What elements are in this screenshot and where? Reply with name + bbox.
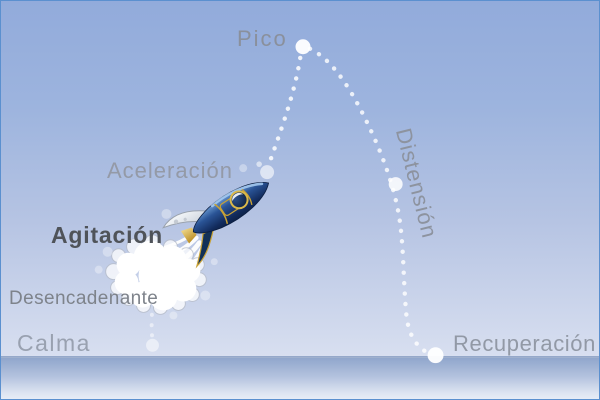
phase-label-agitacion: Agitación [51,222,163,248]
ground-background [1,358,599,399]
phase-label-desencadenante: Desencadenante [9,288,159,309]
milestone-dot-peak [295,39,311,55]
horizon-line [1,356,599,358]
phase-label-calma: Calma [17,330,91,356]
ambient-bubbles [94,164,248,320]
sky-background [1,1,599,357]
phase-label-pico: Pico [237,26,288,51]
milestone-dot-acceleration [260,165,275,180]
milestone-dot-recovery [427,347,444,364]
smoke-cloud [94,164,248,320]
milestone-dot-launch [146,338,159,352]
milestone-dot-acceleration-small [256,161,262,167]
trail-launch-segment [149,303,155,338]
phase-label-recuperacion: Recuperación [453,331,596,356]
phase-label-aceleracion: Aceleración [107,158,233,183]
rocket-fin-lower [195,227,215,269]
dotted-trajectory [149,46,433,357]
rocket-icon [162,182,270,269]
milestone-dot-distension [388,177,403,192]
trail-descent-segment [307,46,433,357]
trail-milestone-dots [146,39,444,364]
rocket-nozzle [180,227,197,244]
trail-climb-segment [268,50,304,161]
rocket-porthole [229,190,249,210]
